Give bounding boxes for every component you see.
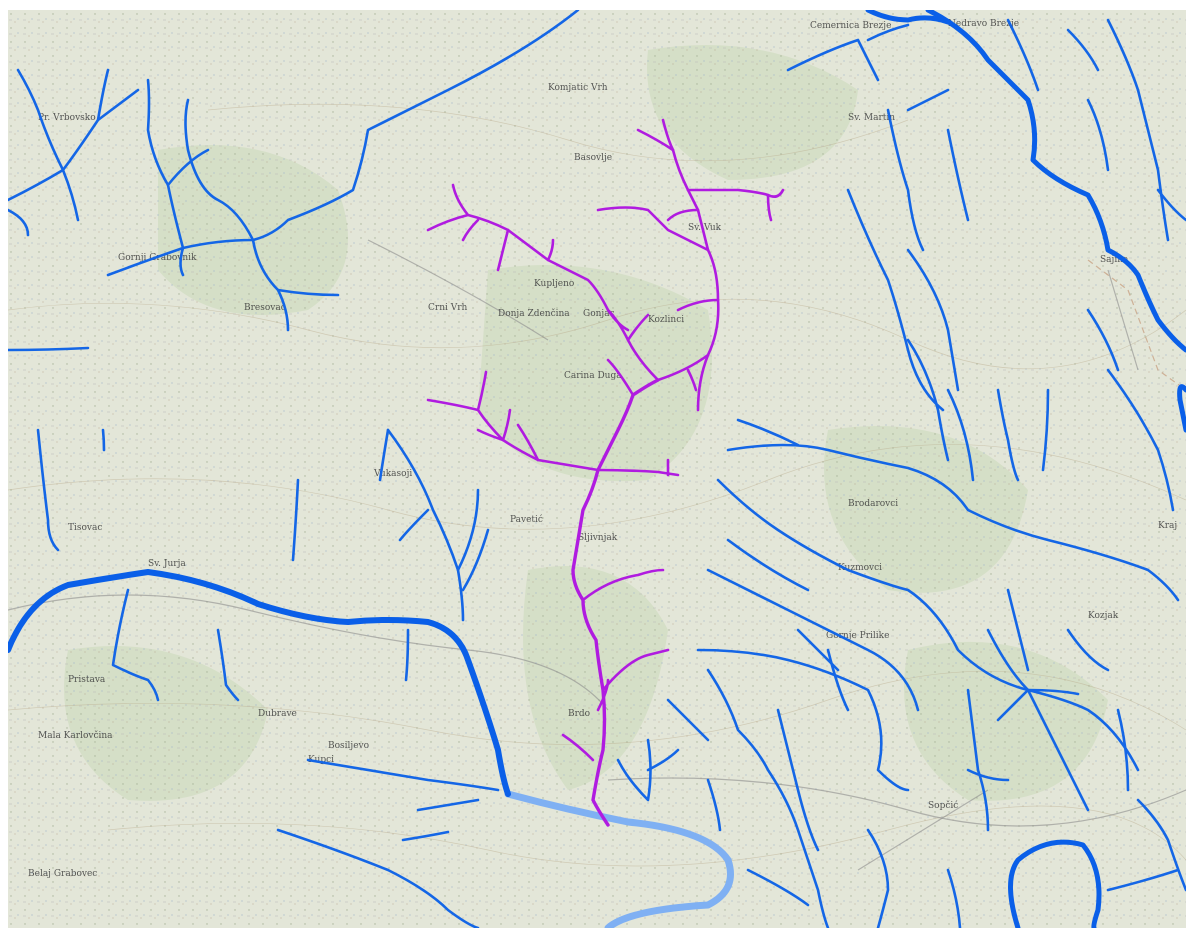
place-label: Crni Vrh (428, 303, 468, 313)
place-label: Pristava (68, 675, 106, 685)
place-label: Sv. Vuk (688, 223, 722, 233)
main-river-northeast[interactable] (925, 10, 1186, 353)
highlighted-catchment-network[interactable] (426, 118, 785, 827)
place-label: Sv. Martin (848, 113, 895, 123)
place-label: Kuzmovci (838, 563, 882, 573)
place-label: Cemernica Brezje (810, 21, 891, 31)
place-label: Komjatic Vrh (548, 83, 608, 93)
place-label: Pavetić (510, 514, 543, 525)
place-label: Dubrave (258, 709, 297, 719)
place-label: Kozlinci (648, 315, 684, 325)
place-label: Tisovac (68, 523, 102, 533)
place-label: Belaj Grabovec (28, 869, 97, 879)
place-label: Donja Zdenčina (498, 308, 570, 319)
place-label: Gonjac (583, 309, 615, 319)
place-label: Sajina (1100, 255, 1129, 265)
place-label: Kupljeno (534, 279, 574, 289)
place-label: Bosiljevo (328, 741, 369, 751)
place-label: Mala Karlovčina (38, 730, 113, 741)
main-river-northeast-branch[interactable] (1177, 384, 1186, 433)
place-label: Nedravo Brezje (948, 19, 1019, 29)
place-label: Vukasoji (373, 469, 412, 479)
place-label: Kupci (308, 755, 334, 765)
place-label: Kraj (1158, 521, 1177, 531)
roads (8, 239, 1186, 871)
place-label: Sljivnjak (578, 533, 618, 543)
light-river-segment[interactable] (504, 790, 734, 928)
river-loop-southeast[interactable] (1008, 839, 1102, 928)
streams (8, 10, 1186, 928)
topographic-map[interactable]: Cemernica Brezje Nedravo Brezje Komjatic… (8, 10, 1186, 928)
place-label: Sopčić (928, 800, 958, 811)
place-label: Brdo (568, 709, 590, 719)
river-northeast-top[interactable] (865, 10, 951, 25)
place-label: Sv. Jurja (148, 559, 186, 569)
place-label: Brodarovci (848, 499, 898, 509)
place-label: Carina Duga (564, 371, 622, 381)
place-labels: Cemernica Brezje Nedravo Brezje Komjatic… (28, 19, 1177, 879)
catchment-main-channel[interactable] (571, 378, 660, 827)
place-label: Pr. Vrbovsko (38, 113, 96, 123)
place-label: Bresovac (244, 303, 286, 313)
place-label: Gornje Prilike (826, 631, 889, 641)
place-label: Basovlje (574, 153, 612, 163)
main-river[interactable] (8, 569, 511, 797)
place-label: Kozjak (1088, 611, 1119, 621)
